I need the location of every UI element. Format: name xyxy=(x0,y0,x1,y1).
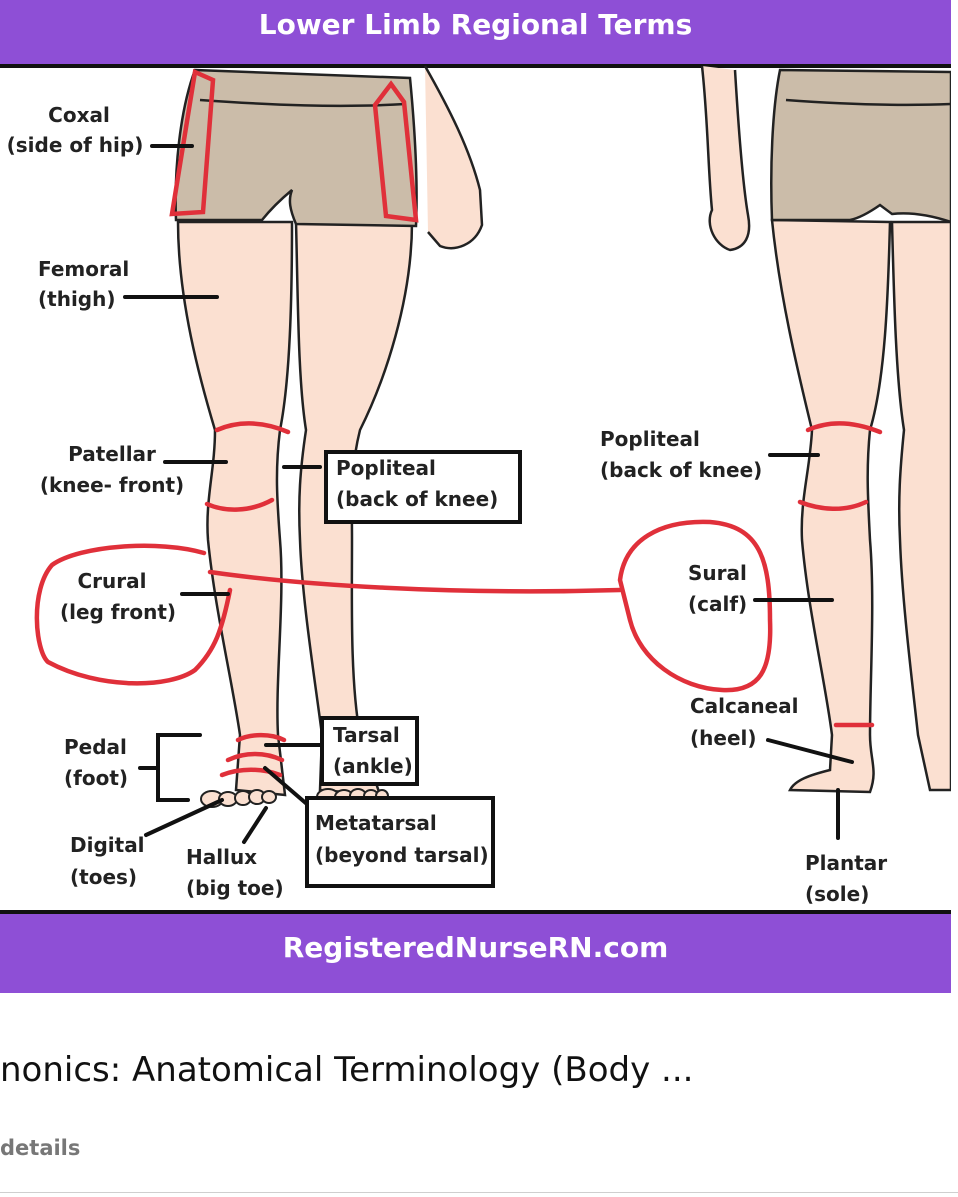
label-metatarsal-desc: (beyond tarsal) xyxy=(315,843,489,867)
label-plantar-desc: (sole) xyxy=(805,882,869,906)
label-pedal: Pedal xyxy=(64,735,127,759)
label-calcaneal-desc: (heel) xyxy=(690,726,757,750)
label-sural: Sural xyxy=(688,561,747,585)
label-hallux-desc: (big toe) xyxy=(186,876,284,900)
label-crural-desc: (leg front) xyxy=(60,600,176,624)
region-labels: Coxal (side of hip) Femoral (thigh) Pate… xyxy=(7,103,888,906)
label-coxal: Coxal xyxy=(48,103,110,127)
figure-title: Lower Limb Regional Terms xyxy=(258,8,693,41)
label-femoral-desc: (thigh) xyxy=(38,287,116,311)
label-metatarsal: Metatarsal xyxy=(315,811,437,835)
figure-footer-banner: RegisteredNurseRN.com xyxy=(0,910,951,993)
highlight-marks xyxy=(34,68,883,778)
back-body xyxy=(700,65,951,794)
label-popliteal-front: Popliteal xyxy=(336,456,436,480)
label-crural: Crural xyxy=(78,569,147,593)
anatomy-illustration: Coxal (side of hip) Femoral (thigh) Pate… xyxy=(7,65,951,906)
divider xyxy=(0,1192,958,1193)
result-title[interactable]: nonics: Anatomical Terminology (Body ... xyxy=(0,1050,694,1090)
label-tarsal-desc: (ankle) xyxy=(333,754,413,778)
label-tarsal: Tarsal xyxy=(333,723,400,747)
label-patellar-desc: (knee- front) xyxy=(40,473,184,497)
figure-title-banner: Lower Limb Regional Terms xyxy=(0,0,951,68)
lower-limb-figure[interactable]: Lower Limb Regional Terms xyxy=(0,0,951,993)
label-hallux: Hallux xyxy=(186,845,257,869)
label-digital: Digital xyxy=(70,833,145,857)
label-femoral: Femoral xyxy=(38,257,129,281)
label-patellar: Patellar xyxy=(68,442,156,466)
label-popliteal-front-desc: (back of knee) xyxy=(336,487,498,511)
label-calcaneal: Calcaneal xyxy=(690,694,799,718)
label-popliteal-back: Popliteal xyxy=(600,427,700,451)
figure-footer: RegisteredNurseRN.com xyxy=(282,931,669,964)
label-popliteal-back-desc: (back of knee) xyxy=(600,458,762,482)
label-coxal-desc: (side of hip) xyxy=(7,133,144,157)
front-body xyxy=(174,65,484,808)
details-link[interactable]: details xyxy=(0,1136,81,1160)
label-boxes xyxy=(305,450,522,888)
label-pedal-desc: (foot) xyxy=(64,766,128,790)
leader-lines xyxy=(123,144,854,844)
label-sural-desc: (calf) xyxy=(688,592,747,616)
label-plantar: Plantar xyxy=(805,851,887,875)
label-digital-desc: (toes) xyxy=(70,865,137,889)
